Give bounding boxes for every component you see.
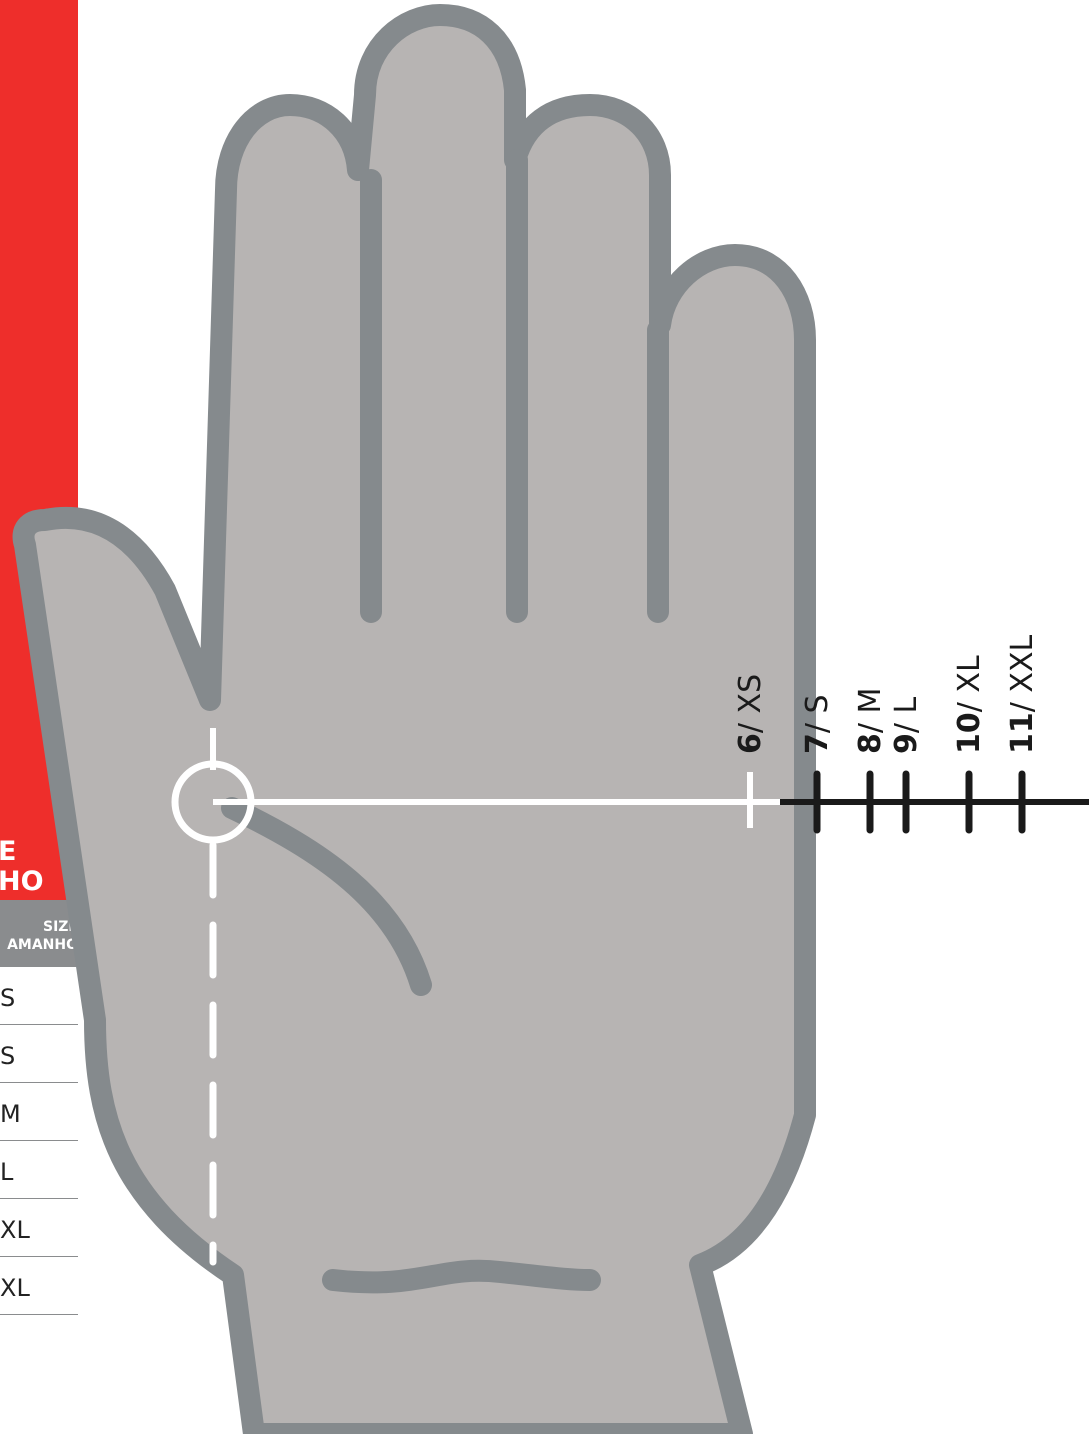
scale-tick-label: 10/ XL bbox=[952, 655, 987, 754]
tick-number: 10 bbox=[952, 712, 987, 754]
tick-number: 7 bbox=[800, 733, 835, 754]
tick-number: 9 bbox=[889, 733, 924, 754]
scale-tick-label: 6/ XS bbox=[733, 674, 768, 754]
tick-size: / XL bbox=[952, 655, 987, 712]
tick-number: 11 bbox=[1005, 712, 1040, 754]
tick-size: / S bbox=[800, 694, 835, 733]
tick-size: / M bbox=[853, 688, 888, 734]
tick-size: / L bbox=[889, 696, 924, 733]
tick-size: / XXL bbox=[1005, 635, 1040, 713]
wrist-crease bbox=[333, 1271, 590, 1283]
scale-tick-label: 7/ S bbox=[800, 694, 835, 754]
scale-tick-label: 11/ XXL bbox=[1005, 635, 1040, 754]
scale-tick-label: 8/ M bbox=[853, 688, 888, 754]
tick-number: 8 bbox=[853, 733, 888, 754]
scale-tick-label: 9/ L bbox=[889, 696, 924, 754]
hand-silhouette bbox=[24, 15, 805, 1434]
tick-size: / XS bbox=[733, 674, 768, 733]
tick-number: 6 bbox=[733, 733, 768, 754]
